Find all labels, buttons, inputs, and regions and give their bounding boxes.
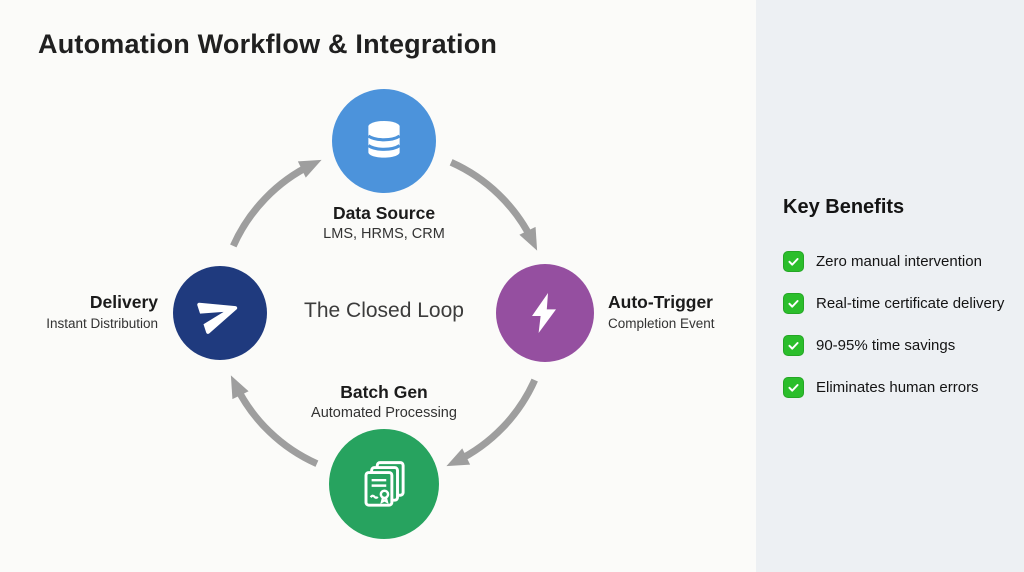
node-auto-trigger xyxy=(496,264,594,362)
node-delivery xyxy=(173,266,267,360)
cycle-arrows xyxy=(230,159,538,467)
workflow-cycle-diagram: Data Source LMS, HRMS, CRM Auto-Trigger … xyxy=(14,89,758,539)
label-batch-gen: Batch Gen Automated Processing xyxy=(264,381,504,423)
label-data-source: Data Source LMS, HRMS, CRM xyxy=(264,202,504,244)
node-title: Data Source xyxy=(332,203,436,223)
arrow-batchgen-to-delivery xyxy=(230,375,319,467)
lightning-icon xyxy=(521,289,569,337)
label-delivery: Delivery Instant Distribution xyxy=(14,291,158,333)
green-check-icon xyxy=(783,376,804,398)
node-title: Auto-Trigger xyxy=(608,292,713,312)
label-auto-trigger: Auto-Trigger Completion Event xyxy=(608,291,758,333)
cycle-center-label: The Closed Loop xyxy=(304,299,464,322)
arrow-delivery-to-datasource xyxy=(230,159,322,248)
node-subtitle: LMS, HRMS, CRM xyxy=(323,226,445,242)
page-title: Automation Workflow & Integration xyxy=(38,29,498,59)
arrow-autotrigger-to-batchgen xyxy=(446,378,538,467)
key-benefits-panel: Key Benefits Zero manual intervention Re… xyxy=(756,0,1024,572)
node-subtitle: Automated Processing xyxy=(311,405,457,421)
benefits-heading: Key Benefits xyxy=(783,196,905,218)
node-title: Batch Gen xyxy=(340,382,428,402)
certificates-icon xyxy=(357,457,411,511)
benefit-item: Eliminates human errors xyxy=(783,366,1004,408)
benefit-label: Zero manual intervention xyxy=(816,252,982,270)
benefit-item: 90-95% time savings xyxy=(783,324,1004,366)
green-check-icon xyxy=(783,292,804,314)
arrow-datasource-to-autotrigger xyxy=(449,159,538,251)
paper-plane-icon xyxy=(197,290,243,336)
node-subtitle: Completion Event xyxy=(608,316,715,331)
benefit-item: Zero manual intervention xyxy=(783,240,1004,282)
node-title: Delivery xyxy=(89,292,158,312)
green-check-icon xyxy=(783,250,804,272)
node-data-source xyxy=(332,89,436,193)
benefit-label: Eliminates human errors xyxy=(816,378,979,396)
database-icon xyxy=(359,116,409,166)
node-batch-gen xyxy=(329,429,439,539)
benefit-item: Real-time certificate delivery xyxy=(783,282,1004,324)
benefit-label: Real-time certificate delivery xyxy=(816,294,1005,312)
benefits-list: Zero manual intervention Real-time certi… xyxy=(783,240,1004,408)
benefit-label: 90-95% time savings xyxy=(816,336,956,354)
green-check-icon xyxy=(783,334,804,356)
node-subtitle: Instant Distribution xyxy=(46,316,158,331)
